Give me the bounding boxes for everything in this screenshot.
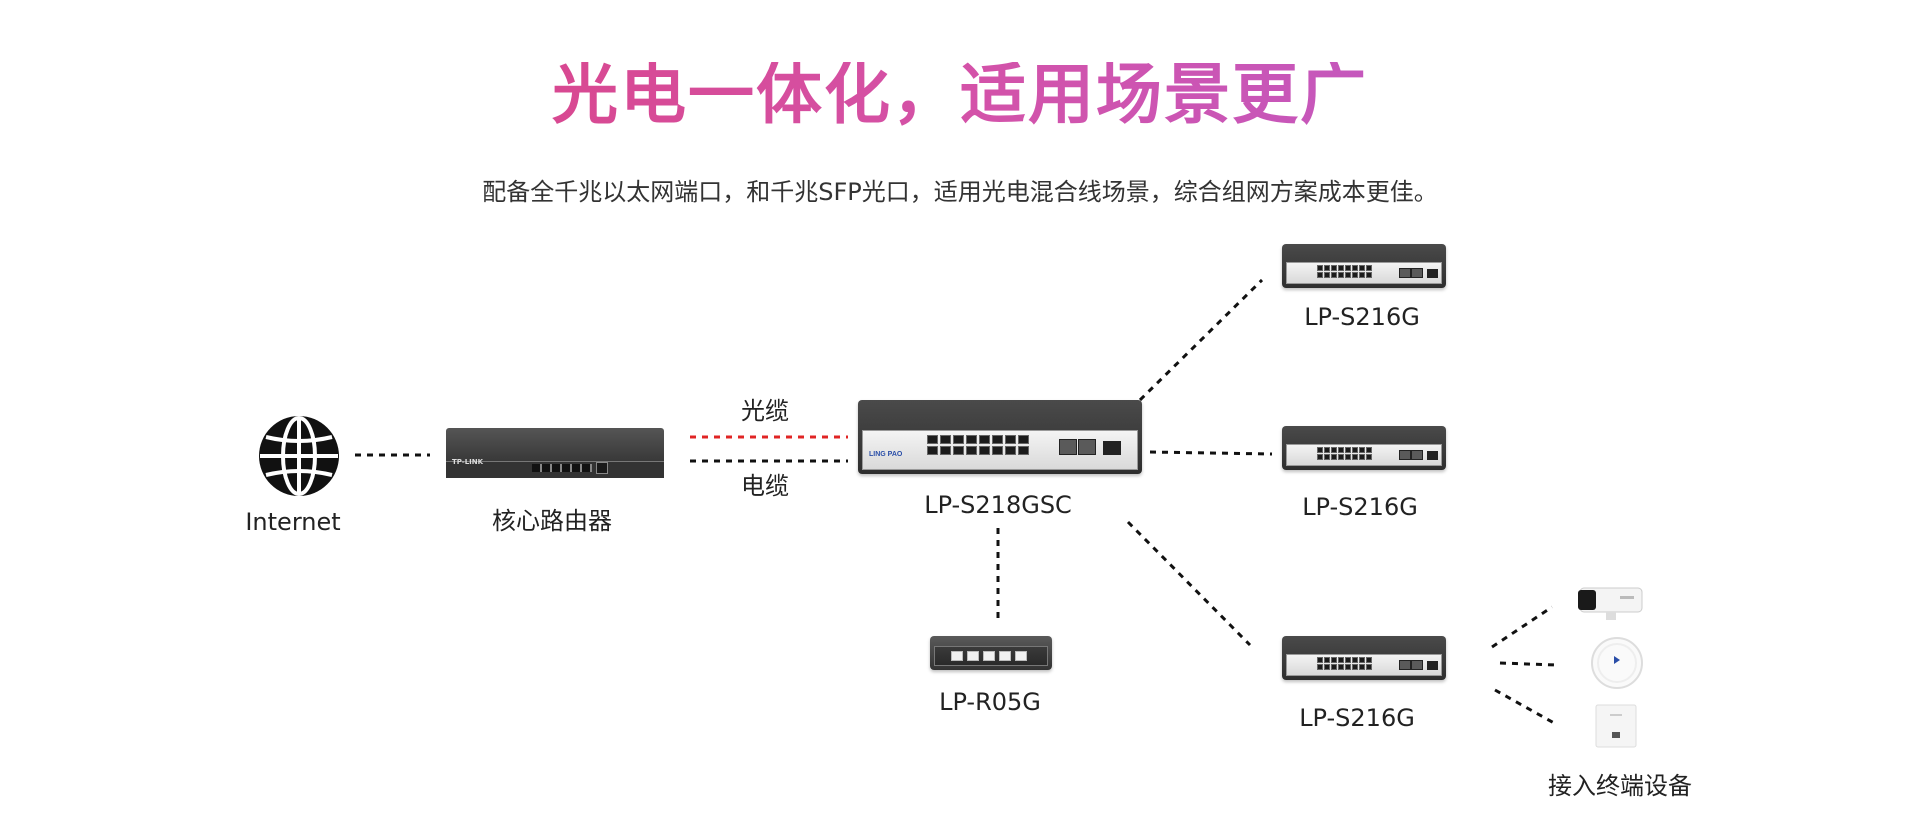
fiber-label: 光缆 [741,397,789,425]
internet-label: Internet [245,508,341,536]
link-bottom-ap [1499,661,1557,667]
camera-icon [1576,582,1646,622]
switch-mid-label: LP-S216G [1302,493,1418,521]
globe-icon [256,413,342,499]
panel-ap-icon [1595,704,1637,748]
router-small-label: LP-R05G [939,688,1041,716]
link-bottom-camera [1491,605,1553,649]
switch-logo: LING PAO [869,451,903,458]
link-main-mid [1149,450,1273,456]
switch-top-label: LP-S216G [1304,303,1420,331]
link-main-bottom [1126,520,1252,647]
cable-label: 电缆 [741,472,789,500]
core-router-device: TP-LINK [446,428,664,478]
router-logo: TP-LINK [452,458,484,466]
page-title: 光电一体化，适用场景更广 [0,62,1920,128]
page-subtitle: 配备全千兆以太网端口，和千兆SFP光口，适用光电混合线场景，综合组网方案成本更佳… [482,178,1438,206]
switch-bottom-device [1282,636,1446,680]
switch-mid-device [1282,426,1446,470]
switch-bottom-label: LP-S216G [1299,704,1415,732]
link-bottom-panel [1494,688,1555,725]
link-main-top [1138,278,1264,402]
switch-top-device [1282,244,1446,288]
main-switch-device: LING PAO [858,400,1142,474]
access-point-icon [1590,636,1644,690]
core-router-label: 核心路由器 [492,507,612,535]
endpoints-label: 接入终端设备 [1548,772,1692,800]
main-switch-label: LP-S218GSC [924,491,1072,519]
router-small-device [930,636,1052,670]
